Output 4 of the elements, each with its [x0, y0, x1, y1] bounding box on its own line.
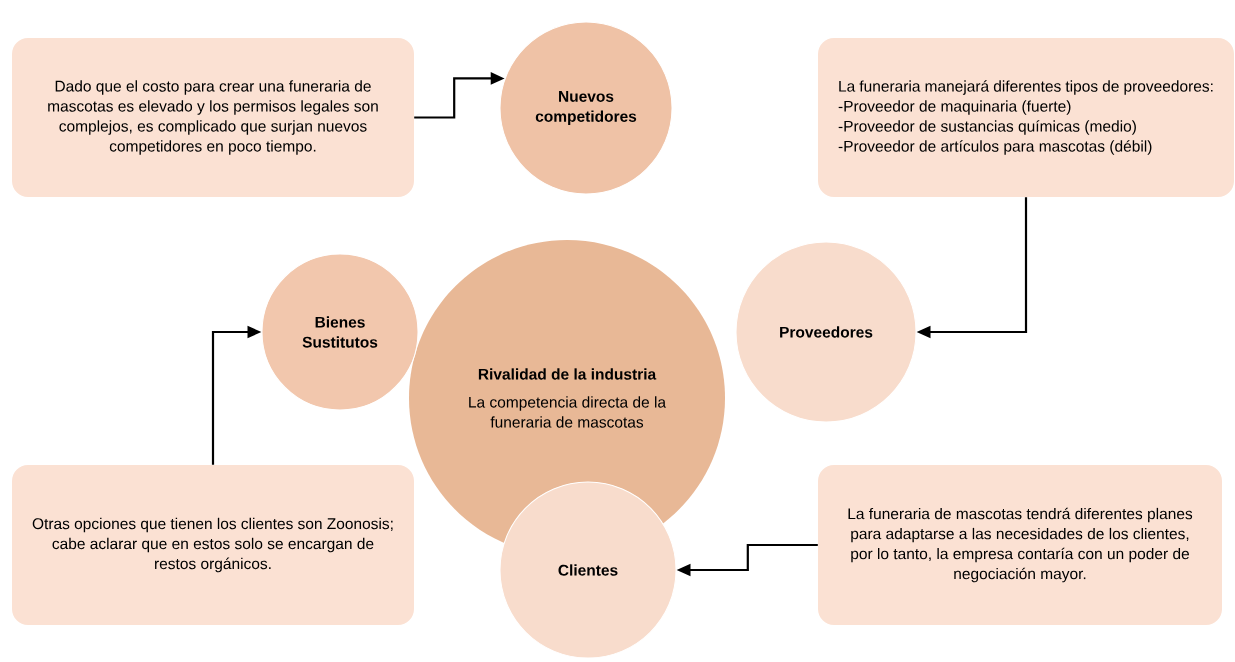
text-box: La funeraria de mascotas tendrá diferentes planes para adaptarse a las necesidades de los clientes, por lo tanto, la empresa contaría con un poder de negociación mayor. [818, 465, 1222, 625]
text-box: Dado que el costo para crear una funeraria de mascotas es elevado y los permisos legales son complejos, es complicado que surjan nuevos competidores en poco tiempo. [12, 38, 414, 197]
text-box: La funeraria manejará diferentes tipos de proveedores: -Proveedor de maquinaria (fuerte) -Proveedor de sustancias químicas (medio) -Proveedor de artículos para mascotas (débil) [818, 38, 1234, 197]
text-box: Otras opciones que tienen los clientes son Zoonosis; cabe aclarar que en estos solo se encargan de restos orgánicos. [12, 465, 414, 625]
